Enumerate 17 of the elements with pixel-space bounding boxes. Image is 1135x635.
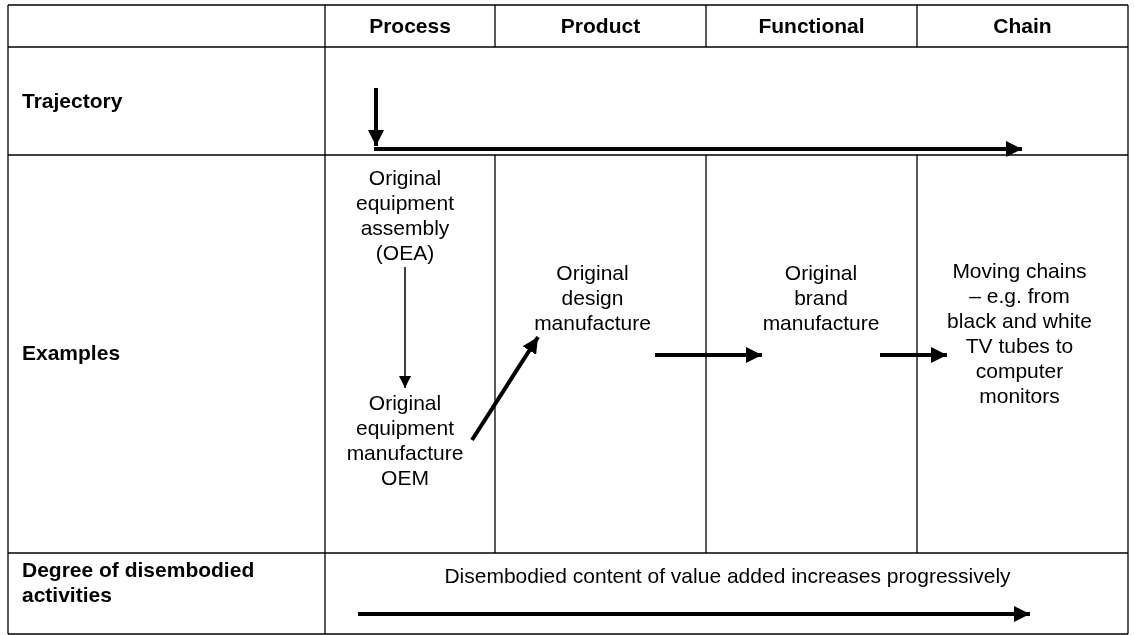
column-header: Chain xyxy=(992,13,1053,38)
cell-text: Original brand manufacture xyxy=(762,260,880,335)
row-header: Examples xyxy=(22,340,122,365)
cell-text: Original equipment assembly (OEA) xyxy=(335,165,475,265)
row-header: Degree of disembodied activities xyxy=(22,557,256,607)
note-text: Disembodied content of value added increases progressively xyxy=(443,563,1012,588)
cell-text: Moving chains – e.g. from black and white TV tubes to computer monitors xyxy=(947,258,1092,408)
arrow xyxy=(470,335,540,442)
arrow xyxy=(399,266,411,389)
column-header: Process xyxy=(368,13,452,38)
cell-text: Original design manufacture xyxy=(530,260,655,335)
arrow xyxy=(655,347,762,363)
column-header: Product xyxy=(559,13,642,38)
row-header: Trajectory xyxy=(22,88,124,113)
cell-text: Original equipment manufacture OEM xyxy=(330,390,480,490)
column-header: Functional xyxy=(757,13,866,38)
arrow xyxy=(880,347,947,363)
